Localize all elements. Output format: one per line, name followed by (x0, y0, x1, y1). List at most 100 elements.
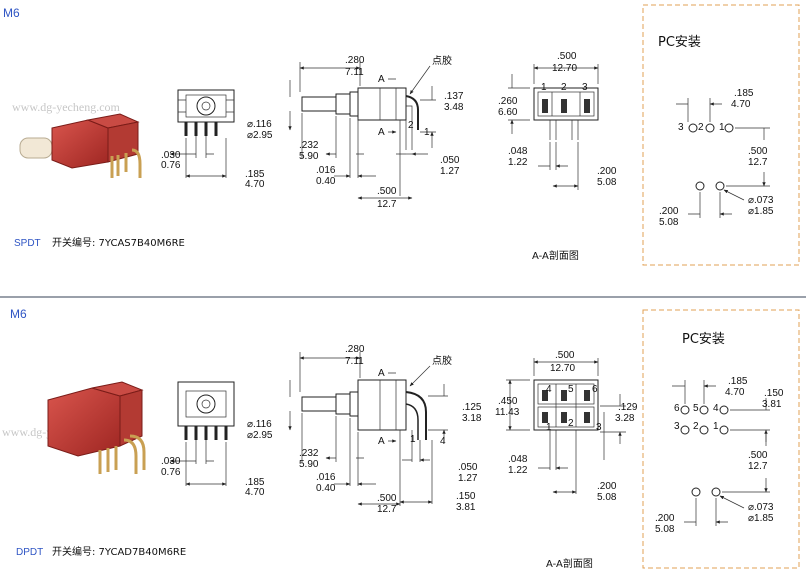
section-dim-500: .500 (555, 350, 575, 361)
section-pin-5: 5 (568, 384, 574, 395)
section-dim-200: .200 (597, 481, 617, 492)
type-label: DPDT (16, 547, 43, 558)
section-dim-200-mm: 5.08 (597, 492, 617, 503)
section-dim-048: .048 (508, 454, 528, 465)
dim-232: .232 (299, 448, 319, 459)
dim-232: .232 (299, 140, 319, 151)
dim-150: .150 (456, 491, 476, 502)
section-dim-048: .048 (508, 146, 528, 157)
pc-dim-150: .150 (764, 388, 784, 399)
series-label: M6 (10, 307, 27, 321)
pin-label-a: 1 (410, 434, 416, 445)
dim-030: .030 (161, 150, 181, 161)
section-pin-6: 6 (592, 384, 598, 395)
dim-137-mm: 3.48 (444, 102, 464, 113)
series-label: M6 (3, 6, 20, 20)
section-dim-500-mm: 12.70 (550, 363, 575, 374)
section-pin-4: 4 (546, 384, 552, 395)
pc-dim-200: .200 (655, 513, 675, 524)
pc-dim-200-mm: 5.08 (655, 524, 675, 535)
dim-232-mm: 5.90 (299, 459, 319, 470)
side-view: .280 7.11 ⌀.116 ⌀2.95 .232 5.90 .016 0.4… (247, 344, 482, 515)
dim-125-mm: 3.18 (462, 413, 482, 424)
pc-dim-073-mm: ⌀1.85 (748, 206, 774, 217)
dim-185-mm: 4.70 (245, 487, 265, 498)
pc-pin-5: 5 (693, 403, 699, 414)
pc-mount-box: PC安装 3 2 1 .185 4.70 .500 12.7 ⌀.073 ⌀1.… (642, 4, 800, 266)
dim-030-mm: 0.76 (161, 160, 181, 171)
section-dim-450-mm: 11.43 (495, 407, 520, 418)
pin-label-a: 2 (408, 120, 414, 131)
dim-500-mm: 12.7 (377, 199, 397, 210)
pc-dim-500-mm: 12.7 (748, 461, 768, 472)
product-photo: www.dg-yecheng.com (12, 100, 142, 178)
pc-pin-4: 4 (713, 403, 719, 414)
pc-pin-2: 2 (693, 421, 699, 432)
dim-125: .125 (462, 402, 482, 413)
pc-dim-073-mm: ⌀1.85 (748, 513, 774, 524)
pc-pin-3: 3 (678, 122, 684, 133)
dim-116: ⌀.116 (247, 119, 272, 130)
dim-050-mm: 1.27 (458, 473, 478, 484)
pc-dim-185-mm: 4.70 (725, 387, 745, 398)
section-dim-200-mm: 5.08 (597, 177, 617, 188)
dim-116-mm: ⌀2.95 (247, 430, 273, 441)
section-pin-2: 2 (561, 82, 567, 93)
dim-500-mm: 12.7 (377, 504, 397, 515)
section-a-a: 1 2 3 .500 12.70 .260 6.60 .048 1.22 .20… (498, 51, 617, 262)
section-dim-048-mm: 1.22 (508, 157, 528, 168)
pc-dim-200: .200 (659, 206, 679, 217)
pc-pin-3: 3 (674, 421, 680, 432)
side-view: .280 7.11 ⌀.116 ⌀2.95 .232 5.90 .016 0.4… (247, 54, 464, 210)
section-pin-3: 3 (582, 82, 588, 93)
glue-mark-label: 点胶 (432, 54, 452, 67)
section-mark-a-bottom: A (378, 436, 385, 447)
pc-dim-500: .500 (748, 146, 768, 157)
dim-185: .185 (245, 477, 265, 488)
dim-232-mm: 5.90 (299, 151, 319, 162)
dim-137: .137 (444, 91, 464, 102)
dim-016-mm: 0.40 (316, 483, 336, 494)
dim-280: .280 (345, 55, 365, 66)
section-caption: A-A剖面图 (532, 249, 579, 262)
dim-500: .500 (377, 186, 397, 197)
pc-dim-185: .185 (734, 88, 754, 99)
dim-185-mm: 4.70 (245, 179, 265, 190)
pc-dim-500-mm: 12.7 (748, 157, 768, 168)
dim-016: .016 (316, 472, 336, 483)
section-dim-129: .129 (618, 402, 638, 413)
section-dpdt: M6 www.dg-yecheng.com DPDT 开关编号: 7YCAD7B… (2, 307, 800, 570)
dim-280-mm: 7.11 (345, 356, 364, 367)
product-photo: www.dg-yecheng.com (2, 381, 146, 474)
dim-280: .280 (345, 344, 365, 355)
pc-dim-500: .500 (748, 450, 768, 461)
front-view: .030 0.76 .185 4.70 (161, 381, 265, 498)
dim-016-mm: 0.40 (316, 176, 336, 187)
pc-pin-1: 1 (713, 421, 719, 432)
pc-pin-1: 1 (719, 122, 725, 133)
part-number: 开关编号: 7YCAS7B40M6RE (52, 236, 185, 249)
pc-pin-6: 6 (674, 403, 680, 414)
front-view: .030 0.76 .185 4.70 (161, 89, 265, 190)
dim-030: .030 (161, 456, 181, 467)
section-pin-1: 1 (546, 422, 552, 433)
section-dim-129-mm: 3.28 (615, 413, 635, 424)
section-dim-260-mm: 6.60 (498, 107, 518, 118)
dim-016: .016 (316, 165, 336, 176)
section-dim-048-mm: 1.22 (508, 465, 528, 476)
dim-150-mm: 3.81 (456, 502, 476, 513)
pc-mount-box: PC安装 6 5 4 3 2 1 .185 4.70 .150 3.81 (642, 309, 800, 569)
section-dim-450: .450 (498, 396, 518, 407)
section-mark-a-top: A (378, 74, 385, 85)
section-spdt: M6 www.dg-yecheng.com SPDT 开关编号: 7YCAS7B… (3, 4, 800, 266)
dim-185: .185 (245, 169, 265, 180)
dim-500: .500 (377, 493, 397, 504)
pc-dim-150-mm: 3.81 (762, 399, 782, 410)
type-label: SPDT (14, 238, 41, 249)
pc-dim-185: .185 (728, 376, 748, 387)
section-a-a: 4 5 6 1 2 3 .500 12.70 .450 11.43 .129 3… (495, 350, 638, 570)
pin-label-b: 4 (440, 436, 446, 447)
dim-050-mm: 1.27 (440, 166, 460, 177)
pc-title: PC安装 (682, 332, 725, 347)
